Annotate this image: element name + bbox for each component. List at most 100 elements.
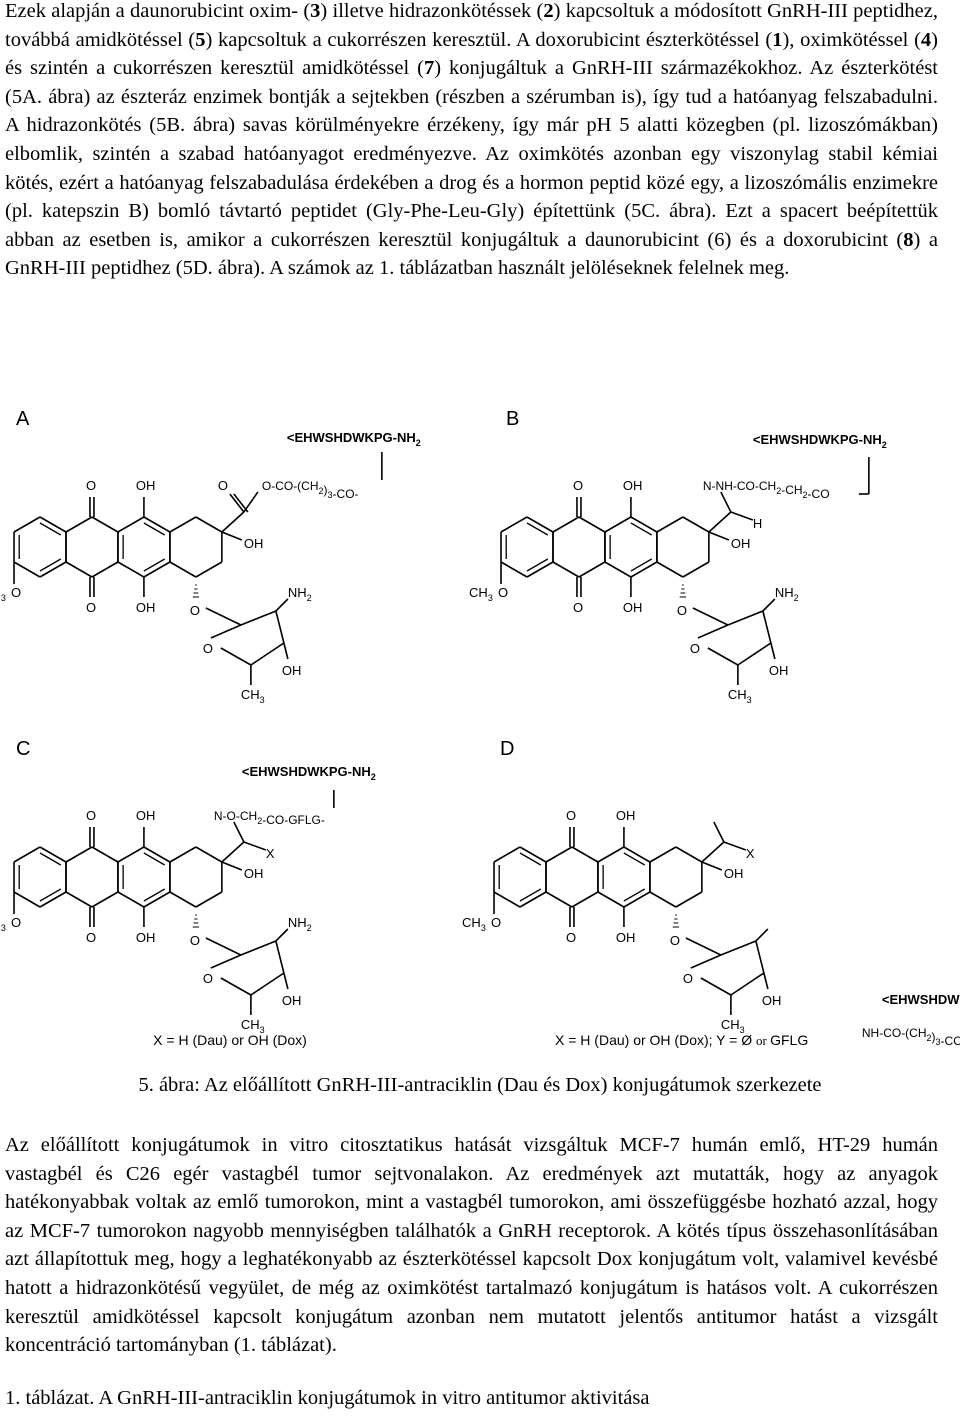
bond (701, 861, 723, 871)
bond (275, 940, 285, 974)
bond (117, 846, 145, 863)
bond (91, 891, 119, 908)
panel-label: C (16, 738, 30, 760)
bond (545, 846, 573, 863)
bond (713, 821, 725, 843)
bond (500, 561, 528, 578)
atom-label: OH (623, 478, 643, 493)
bond (195, 891, 223, 908)
bond (545, 891, 573, 908)
figure-5-structures: ABCDOOOHOHOCH3OHOONH2OHCH3OO-CO-(CH2)3-C… (0, 408, 960, 1048)
atom-label: O (203, 971, 213, 986)
atom-label: OH (623, 600, 643, 615)
paragraph-text: ) kapcsoltuk a módosított GnRH-III pepti… (5, 0, 938, 51)
atom-label: O (86, 478, 96, 493)
bond (755, 928, 769, 942)
linker-label: N-NH-CO-CH2-CH2-CO (703, 479, 830, 501)
methoxy-label: CH3 (0, 585, 6, 603)
bond (526, 522, 549, 536)
bond (205, 937, 242, 956)
bond (169, 846, 197, 863)
bond (283, 972, 289, 990)
bond (692, 607, 729, 626)
bond (275, 598, 289, 612)
bond (143, 888, 166, 902)
atom-label: O (498, 585, 508, 600)
bond (195, 561, 223, 578)
bond (720, 491, 732, 513)
paragraph-text: ), oximkötéssel ( (782, 28, 921, 51)
atom-label: OH (136, 808, 156, 823)
linker-label: O-CO-(CH2)3-CO- (262, 479, 359, 501)
bond (221, 511, 245, 533)
peptide-label: <EHWSHDWKPG-NH2 (882, 992, 960, 1010)
bond (13, 846, 41, 863)
bond (623, 846, 651, 863)
bond (220, 977, 252, 996)
bond (708, 511, 732, 533)
atom-label: X (266, 846, 275, 861)
bond (143, 891, 171, 908)
atom-label: OH (731, 536, 751, 551)
bond (493, 846, 521, 863)
atom-label: O (690, 641, 700, 656)
bond (39, 522, 62, 536)
bond (697, 624, 729, 639)
atom-label: O (573, 600, 583, 615)
bond (685, 937, 722, 956)
bond (233, 821, 245, 843)
bond (656, 516, 684, 533)
bond (91, 561, 119, 578)
atom-label: O (218, 478, 228, 493)
paragraph-text: ) a GnRH-III peptidhez (5D. ábra). A szá… (5, 228, 938, 280)
bond (762, 610, 772, 644)
atom-label: OH (282, 663, 302, 678)
paragraph-text: ) illetve hidrazonkötéssek ( (320, 0, 544, 22)
bond (250, 642, 285, 666)
bond (649, 846, 677, 863)
bond (240, 610, 277, 626)
bond (675, 846, 703, 863)
bond (701, 841, 725, 863)
bond (604, 516, 632, 533)
bond (571, 891, 599, 908)
atom-label: O (203, 641, 213, 656)
bond (39, 846, 67, 863)
bond (39, 561, 67, 578)
bond (143, 558, 166, 572)
atom-label: OH (136, 478, 156, 493)
bond (500, 516, 528, 533)
bond (39, 558, 62, 572)
bond (275, 610, 285, 644)
compound-number: 4 (920, 28, 932, 51)
bond (275, 928, 289, 942)
bond (526, 561, 554, 578)
bond (243, 841, 267, 851)
bond (597, 846, 625, 863)
bond (143, 522, 166, 536)
atom-label: OH (724, 866, 744, 881)
bond (623, 891, 651, 908)
bond (117, 891, 145, 908)
panel-label: D (500, 738, 514, 760)
bond (143, 852, 166, 866)
anthracycline-core: OOOHOHOCH3OHOONH2OHCH3XN-O-CH2-CO-GFLG-<… (0, 764, 376, 1035)
atom-label: O (573, 478, 583, 493)
bond (700, 977, 732, 996)
atom-label: OH (762, 993, 782, 1008)
bond (205, 607, 242, 626)
bond (221, 861, 243, 871)
atom-label: X (746, 846, 755, 861)
bond (210, 624, 242, 639)
bond (552, 561, 580, 578)
bond (519, 846, 547, 863)
legend-c: X = H (Dau) or OH (Dox) (153, 1032, 307, 1048)
bond (91, 846, 119, 863)
bond (526, 558, 549, 572)
bond (229, 493, 245, 513)
linker-label: NH2 (288, 585, 312, 603)
atom-label: OH (616, 808, 636, 823)
anthracycline-core: OOOHOHOCH3OHOONH2OHCH3HN-NH-CO-CH2-CH2-C… (469, 432, 887, 705)
anthracycline-core: OOOHOHOCH3OHOOOHCH3XNH-CO-(CH2)3-CO-Y-<E… (462, 808, 960, 1048)
bond (762, 598, 776, 612)
